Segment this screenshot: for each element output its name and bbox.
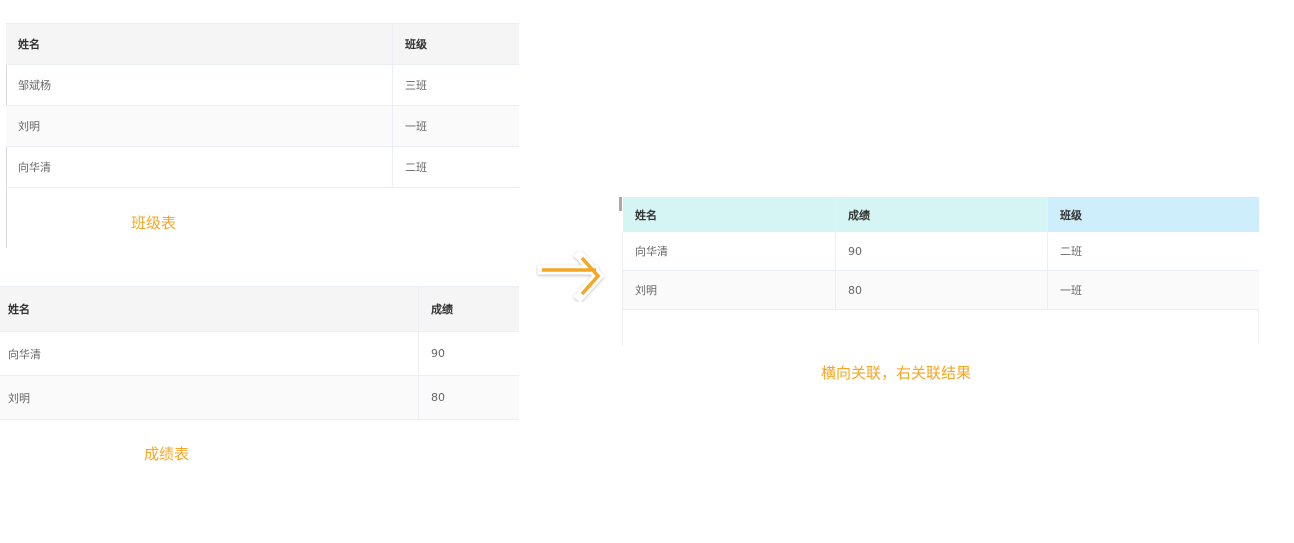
header-score: 成绩	[835, 197, 1047, 232]
score-table-caption: 成绩表	[144, 445, 190, 463]
table-header-row: 姓名 班级	[6, 24, 519, 65]
cell-score: 80	[835, 271, 1047, 309]
table-left-border	[6, 64, 7, 248]
table-row: 邹斌杨 三班	[6, 65, 519, 106]
cell-class: 二班	[392, 147, 519, 187]
class-table: 姓名 班级 邹斌杨 三班 刘明 一班 向华清 二班	[6, 23, 519, 188]
cell-name: 向华清	[635, 245, 668, 258]
class-table-caption: 班级表	[131, 214, 177, 232]
table-row: 刘明 80 一班	[623, 271, 1259, 310]
table-row: 向华清 90	[0, 332, 519, 376]
cell-name: 邹斌杨	[18, 79, 51, 92]
header-name: 姓名	[18, 38, 40, 51]
cell-score: 80	[418, 376, 519, 419]
cell-class: 三班	[392, 65, 519, 105]
cell-class: 一班	[1047, 271, 1259, 309]
cell-name: 刘明	[635, 284, 657, 297]
cell-class: 二班	[1047, 232, 1259, 270]
cell-name: 向华清	[18, 161, 51, 174]
cell-name: 刘明	[8, 391, 30, 405]
table-row: 向华清 二班	[6, 147, 519, 188]
header-name: 姓名	[8, 303, 30, 316]
table-left-border	[622, 232, 623, 346]
table-header-row: 姓名 成绩 班级	[623, 197, 1259, 232]
table-empty-area	[623, 310, 1259, 344]
table-header-row: 姓名 成绩	[0, 287, 519, 332]
header-class: 班级	[1047, 197, 1259, 232]
result-table-caption: 横向关联，右关联结果	[821, 364, 972, 382]
cell-score: 90	[418, 332, 519, 375]
cell-score: 90	[835, 232, 1047, 270]
header-class: 班级	[392, 24, 519, 64]
table-row: 刘明 80	[0, 376, 519, 420]
table-row: 刘明 一班	[6, 106, 519, 147]
header-name: 姓名	[623, 197, 835, 232]
header-score: 成绩	[418, 287, 519, 331]
result-table: 姓名 成绩 班级 向华清 90 二班 刘明 80 一班	[623, 197, 1259, 344]
table-row: 向华清 90 二班	[623, 232, 1259, 271]
cell-name: 向华清	[8, 347, 41, 361]
right-arrow-icon	[536, 249, 612, 306]
scrollbar[interactable]	[619, 197, 622, 211]
cell-class: 一班	[392, 106, 519, 146]
score-table: 姓名 成绩 向华清 90 刘明 80	[0, 286, 519, 420]
cell-name: 刘明	[18, 120, 40, 133]
